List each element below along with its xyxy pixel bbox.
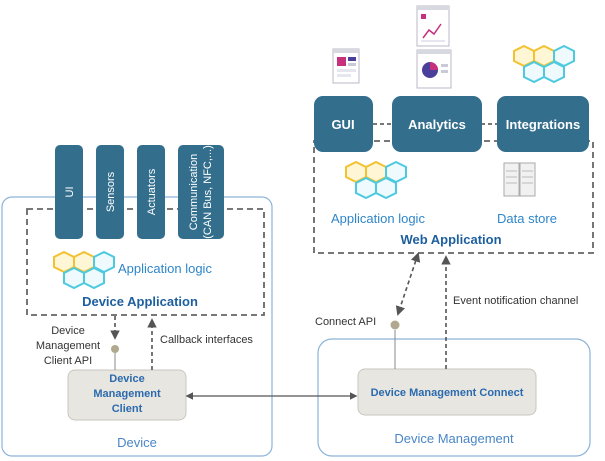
client-line-2: Management: [93, 388, 161, 400]
pie-window-icon: [416, 49, 452, 89]
module-integrations-label: Integrations: [506, 117, 580, 132]
pillar-communication-sublabel: (CAN Bus, NFC,...): [202, 145, 214, 239]
device-management-connect-label: Device Management Connect: [371, 387, 524, 399]
pillar-communication: Communication (CAN Bus, NFC,...): [178, 145, 224, 239]
client-api-socket: [111, 345, 119, 353]
client-api-line-3: Client API: [44, 355, 92, 367]
device-management-connect-box: [357, 368, 537, 416]
web-application-title: Web Application: [400, 232, 501, 247]
pillar-actuators: Actuators: [137, 145, 165, 239]
data-store-label: Data store: [497, 211, 557, 226]
device-app-logic-label: Application logic: [118, 261, 212, 276]
chart-window-icon: [416, 5, 450, 47]
server-cabinet-icon: [503, 162, 536, 197]
callback-label: Callback interfaces: [160, 334, 253, 346]
web-application-box: [313, 140, 594, 254]
module-analytics-label: Analytics: [408, 117, 466, 132]
pillar-ui-label: UI: [64, 187, 76, 198]
client-line-1: Device: [109, 373, 144, 385]
device-region-label: Device: [117, 435, 157, 450]
pillar-sensors-label: Sensors: [105, 171, 117, 212]
module-gui-label: GUI: [331, 117, 354, 132]
module-gui: GUI: [314, 96, 373, 152]
module-integrations: Integrations: [497, 96, 589, 152]
event-channel-label: Event notification channel: [453, 295, 578, 307]
pillar-ui: UI: [55, 145, 83, 239]
pillar-actuators-label: Actuators: [146, 168, 158, 215]
connect-api-label: Connect API: [315, 316, 376, 328]
connect-api-socket: [390, 320, 400, 330]
module-analytics: Analytics: [392, 96, 482, 152]
device-management-region-label: Device Management: [394, 431, 514, 446]
connect-api-arrow: [395, 252, 421, 316]
device-app-logic-icon: [53, 251, 115, 289]
integrations-hexagon-icon: [513, 45, 575, 83]
dashboard-window-icon: [332, 48, 360, 84]
pillar-communication-label: Communication: [188, 154, 200, 230]
pillar-sensors: Sensors: [96, 145, 124, 239]
client-api-line-2: Management: [36, 340, 100, 352]
client-api-line-1: Device: [51, 325, 85, 337]
device-application-box: [26, 208, 265, 316]
device-application-title: Device Application: [82, 294, 198, 309]
client-line-3: Client: [112, 403, 143, 415]
web-app-logic-icon: [345, 161, 407, 199]
web-app-logic-label: Application logic: [331, 211, 425, 226]
